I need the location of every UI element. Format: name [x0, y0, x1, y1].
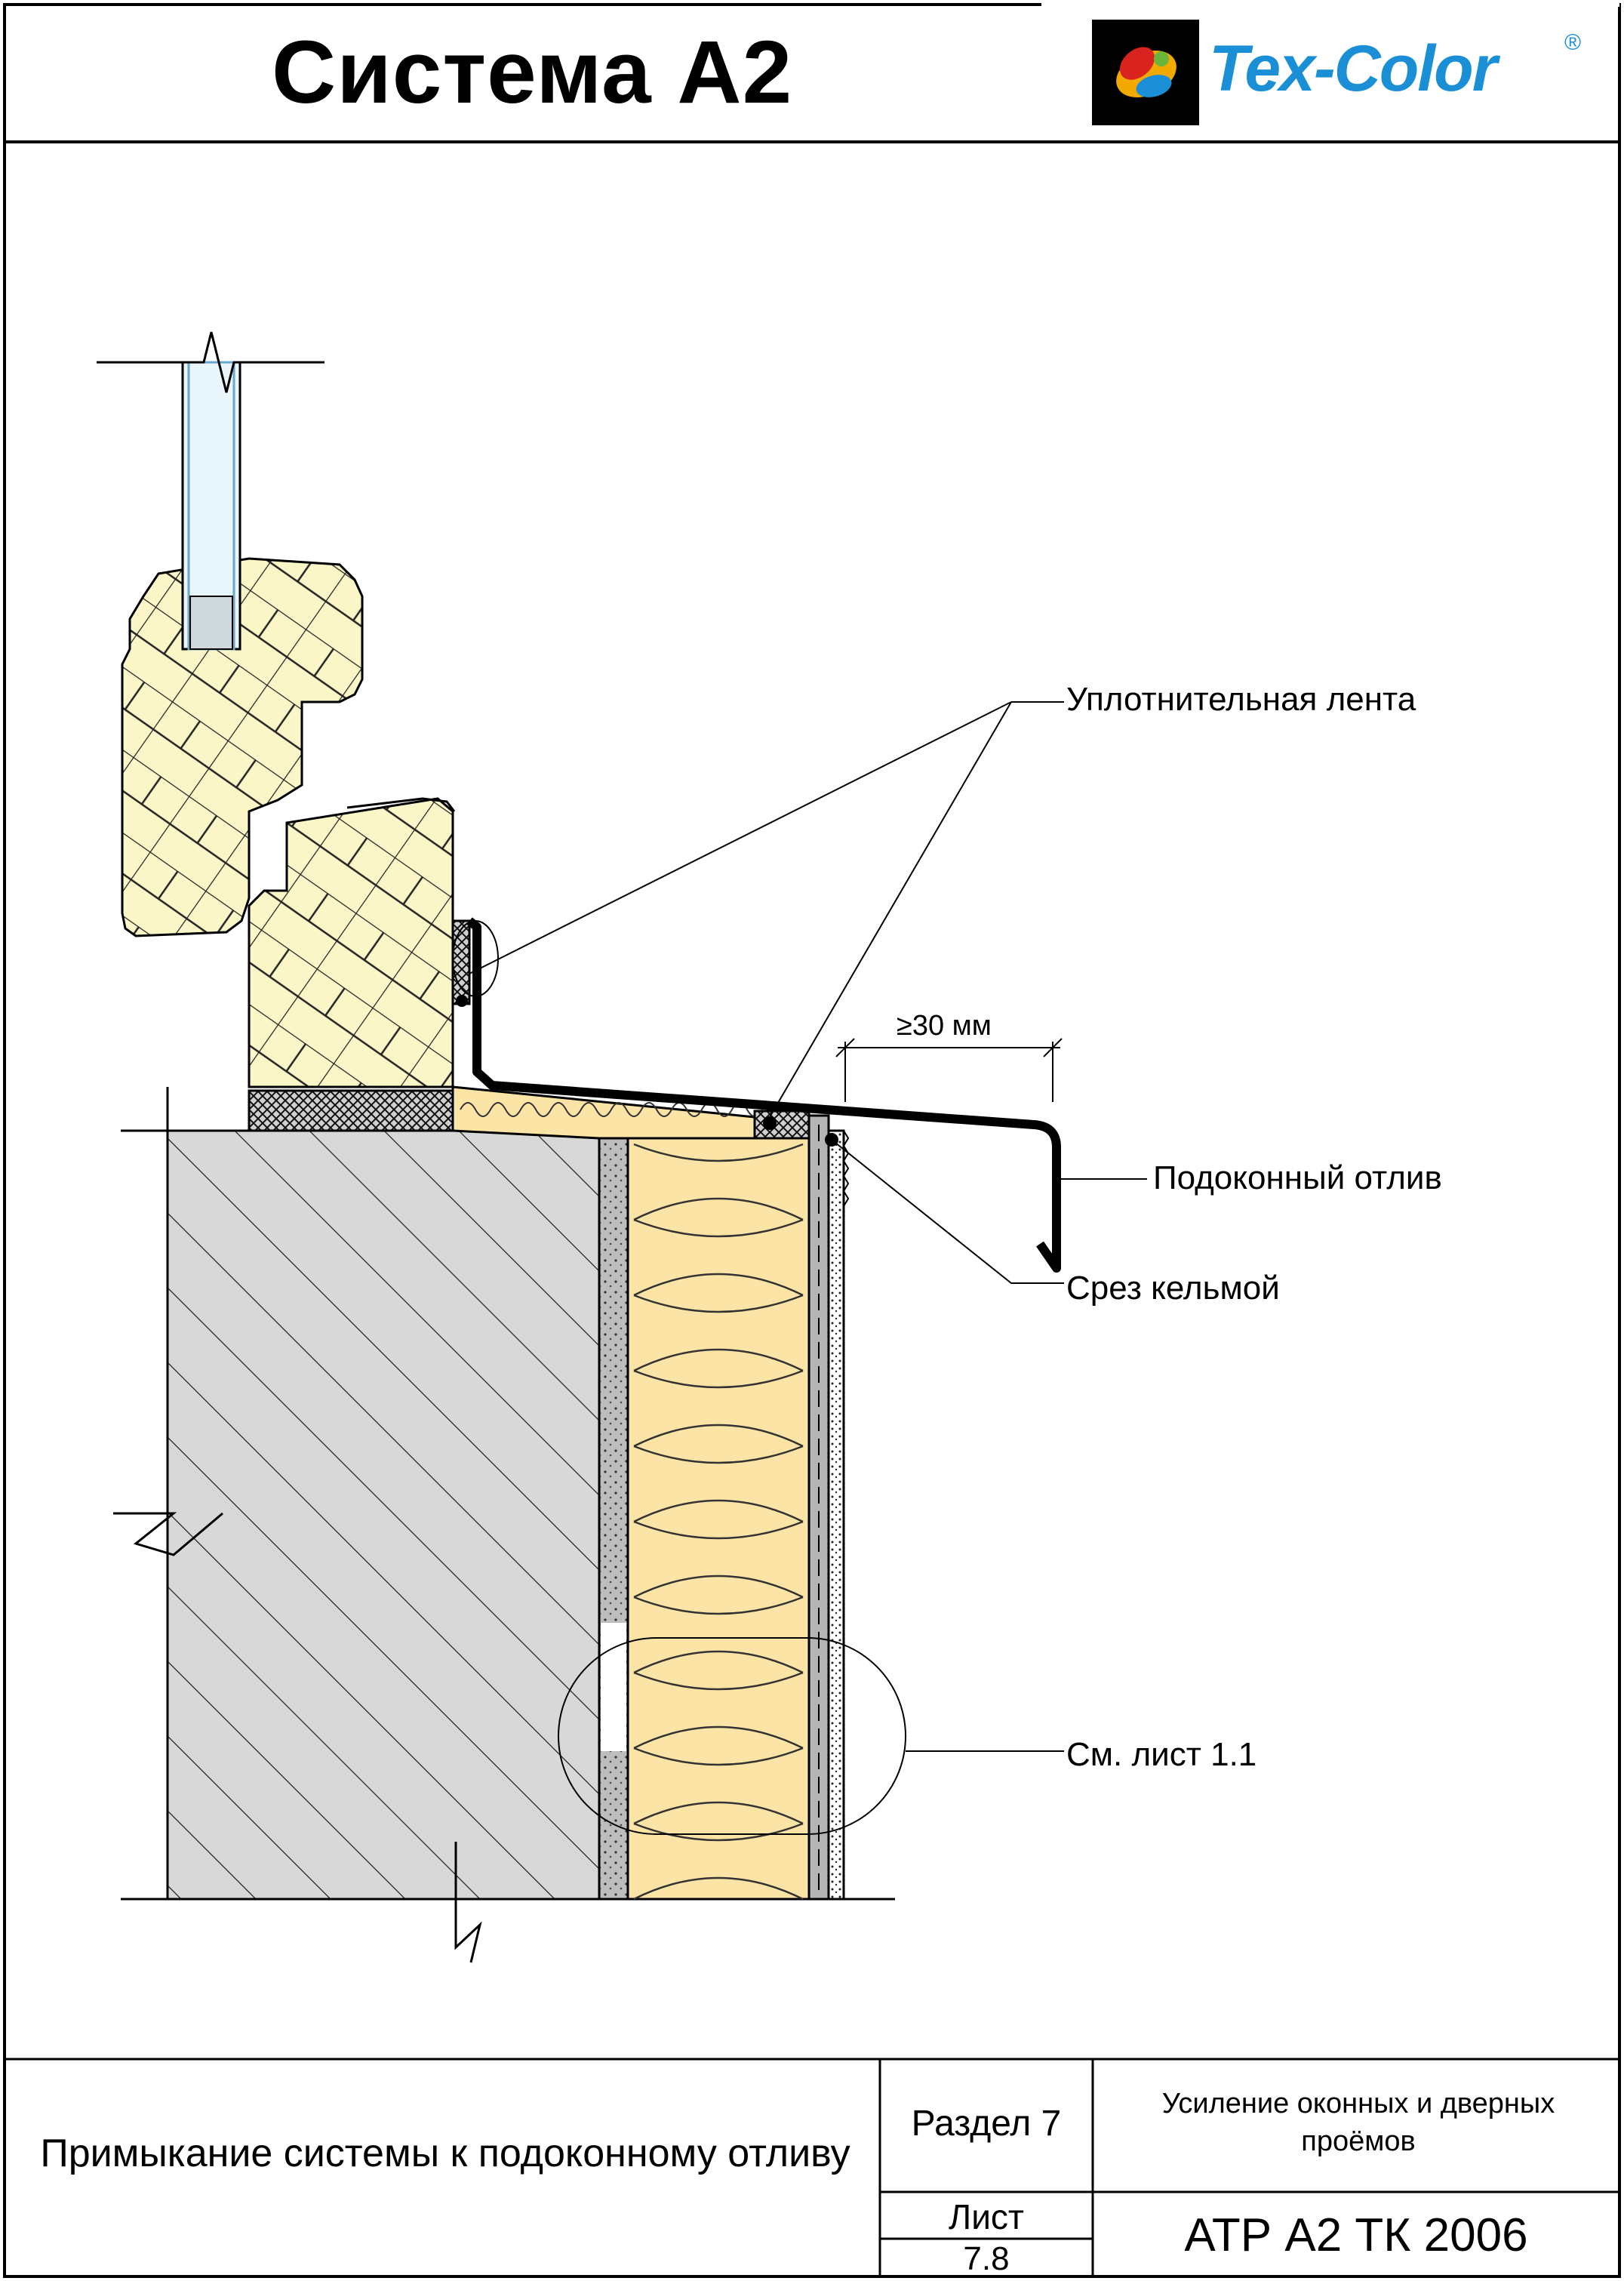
label-see-sheet: См. лист 1.1	[1066, 1736, 1257, 1773]
title-block-frame	[5, 2058, 1619, 2276]
registered-mark: ®	[1564, 30, 1582, 55]
sheet-label: Лист	[949, 2197, 1024, 2236]
page-title: Система А2	[272, 23, 793, 122]
drawing-description: Примыкание системы к подоконному отливу	[40, 2132, 850, 2175]
label-sealing-tape: Уплотнительная лента	[1066, 681, 1416, 718]
leader-lines	[452, 701, 1147, 1835]
section-title: Усиление оконных и дверных проёмов	[1161, 2088, 1555, 2157]
sheet-number: 7.8	[963, 2240, 1010, 2277]
adhesive-layer	[598, 1137, 629, 1901]
label-trowel-cut: Срез кельмой	[1066, 1270, 1280, 1307]
concrete-wall	[113, 1087, 895, 1963]
insulation-board	[626, 1137, 810, 1901]
render-finish-layer	[827, 1129, 845, 1901]
document-code: АТР А2 ТК 2006	[1184, 2209, 1528, 2261]
brand-logo-icon	[1092, 20, 1199, 125]
label-dimension: ≥30 мм	[897, 1010, 992, 1042]
glass-unit	[97, 331, 324, 651]
window-sash	[121, 557, 456, 1088]
sealing-tape-frame	[451, 919, 471, 1005]
frame-bedding	[248, 1089, 454, 1132]
label-sill-flashing: Подоконный отлив	[1153, 1159, 1442, 1196]
sill-flashing	[466, 917, 1061, 1273]
section-number: Раздел 7	[911, 2104, 1062, 2144]
brand-name: Tex-Color	[1209, 32, 1497, 105]
sealing-tape-sill	[753, 1110, 810, 1140]
